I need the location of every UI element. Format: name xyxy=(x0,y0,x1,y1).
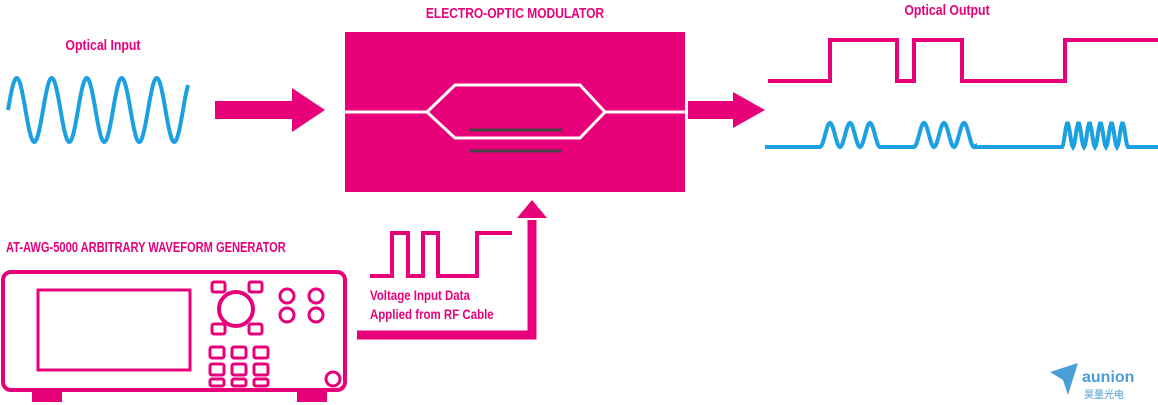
optical-output-label: Optical Output xyxy=(904,2,990,18)
aunion-logo-icon xyxy=(1050,363,1078,395)
output-arrow-icon xyxy=(688,92,765,128)
aunion-logo: aunion 昊量光电 xyxy=(1050,363,1134,401)
logo-subtitle: 昊量光电 xyxy=(1084,388,1124,401)
generator-screen xyxy=(36,288,192,372)
generator-knob xyxy=(217,290,255,328)
input-arrow-icon xyxy=(215,88,325,132)
output-square-wave xyxy=(768,38,1158,83)
generator-label: AT-AWG-5000 ARBITRARY WAVEFORM GENERATOR xyxy=(6,238,286,255)
output-modulated-wave xyxy=(765,120,1158,152)
rf-cable xyxy=(357,220,537,340)
optical-input-wave xyxy=(6,75,190,145)
logo-brand: aunion xyxy=(1082,369,1134,386)
electrodes xyxy=(470,128,562,153)
optical-input-label: Optical Input xyxy=(65,37,140,53)
modulator-label: ELECTRO-OPTIC MODULATOR xyxy=(426,5,604,22)
waveguide xyxy=(345,83,685,140)
up-arrow-icon xyxy=(517,200,547,218)
waveform-generator xyxy=(1,270,347,402)
voltage-square-wave xyxy=(370,231,512,278)
voltage-label-line1: Voltage Input Data xyxy=(370,287,471,303)
generator-buttons xyxy=(208,280,342,388)
voltage-label-line2: Applied from RF Cable xyxy=(370,306,494,322)
